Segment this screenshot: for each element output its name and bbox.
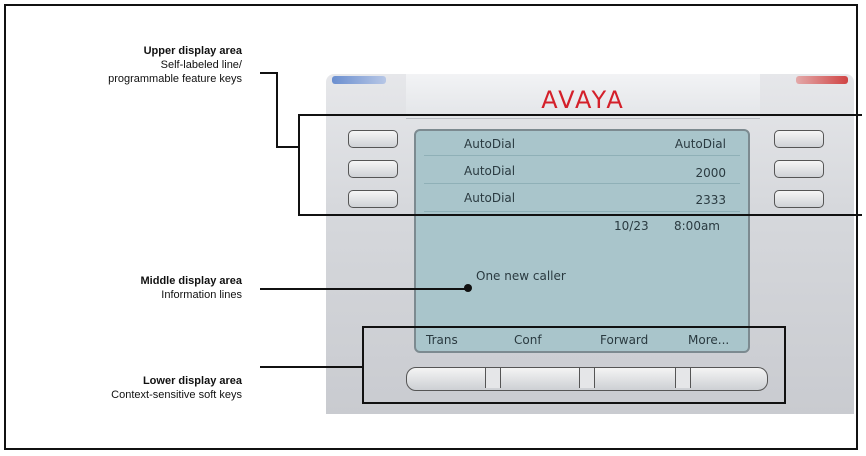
- softkey-label-3: Forward: [600, 333, 649, 347]
- line-key-left-2[interactable]: [348, 160, 398, 178]
- caption-lower-line1: Context-sensitive soft keys: [111, 389, 242, 401]
- upper-area-bracket: [298, 114, 862, 216]
- upper-leader-h2: [276, 146, 300, 148]
- caption-middle: Middle display area Information lines: [16, 274, 242, 302]
- caption-upper: Upper display area Self-labeled line/ pr…: [16, 44, 242, 86]
- lcd-divider-3: [424, 211, 740, 212]
- phone-illustration: AVAYA AutoDial AutoDial AutoDial 2000 Au…: [326, 74, 854, 414]
- message-led-right: [796, 76, 848, 84]
- soft-key-divider-3: [675, 368, 691, 388]
- softkey-label-2: Conf: [514, 333, 542, 347]
- upper-leader-v: [276, 72, 278, 148]
- line-label-right-2: 2000: [695, 166, 726, 180]
- diagram-frame: Upper display area Self-labeled line/ pr…: [4, 4, 862, 450]
- line-label-left-3: AutoDial: [464, 191, 516, 205]
- softkey-label-1: Trans: [426, 333, 458, 347]
- lower-leader: [260, 366, 364, 368]
- line-key-right-2[interactable]: [774, 160, 824, 178]
- caption-upper-line2: programmable feature keys: [108, 73, 242, 85]
- lcd-screen: AutoDial AutoDial AutoDial 2000 AutoDial…: [414, 129, 750, 353]
- upper-leader-h1: [260, 72, 278, 74]
- caption-lower-title: Lower display area: [142, 375, 242, 387]
- soft-key-divider-2: [579, 368, 595, 388]
- line-label-left-2: AutoDial: [464, 164, 516, 178]
- phone-header: AVAYA: [406, 74, 760, 119]
- line-key-right-3[interactable]: [774, 190, 824, 208]
- caption-middle-title: Middle display area: [140, 275, 242, 287]
- lower-area-bracket: [362, 326, 786, 404]
- caption-upper-title: Upper display area: [143, 45, 242, 57]
- avaya-logo: AVAYA: [541, 86, 625, 114]
- date-display: 10/23: [614, 219, 649, 233]
- middle-leader: [260, 288, 468, 290]
- time-display: 8:00am: [674, 219, 720, 233]
- line-label-right-3: 2333: [695, 193, 726, 207]
- line-key-left-1[interactable]: [348, 130, 398, 148]
- line-label-left-1: AutoDial: [464, 137, 516, 151]
- line-label-right-1: AutoDial: [674, 137, 726, 151]
- soft-key-divider-1: [485, 368, 501, 388]
- caption-middle-line1: Information lines: [161, 289, 242, 301]
- caption-lower: Lower display area Context-sensitive sof…: [16, 374, 242, 402]
- middle-leader-dot: [464, 284, 472, 292]
- softkey-label-4: More...: [688, 333, 730, 347]
- message-led-left: [332, 76, 386, 84]
- lcd-divider-1: [424, 155, 740, 156]
- line-key-left-3[interactable]: [348, 190, 398, 208]
- info-line: One new caller: [476, 269, 566, 283]
- caption-upper-line1: Self-labeled line/: [160, 59, 242, 71]
- lcd-divider-2: [424, 183, 740, 184]
- line-key-right-1[interactable]: [774, 130, 824, 148]
- soft-key-strip: [406, 367, 768, 391]
